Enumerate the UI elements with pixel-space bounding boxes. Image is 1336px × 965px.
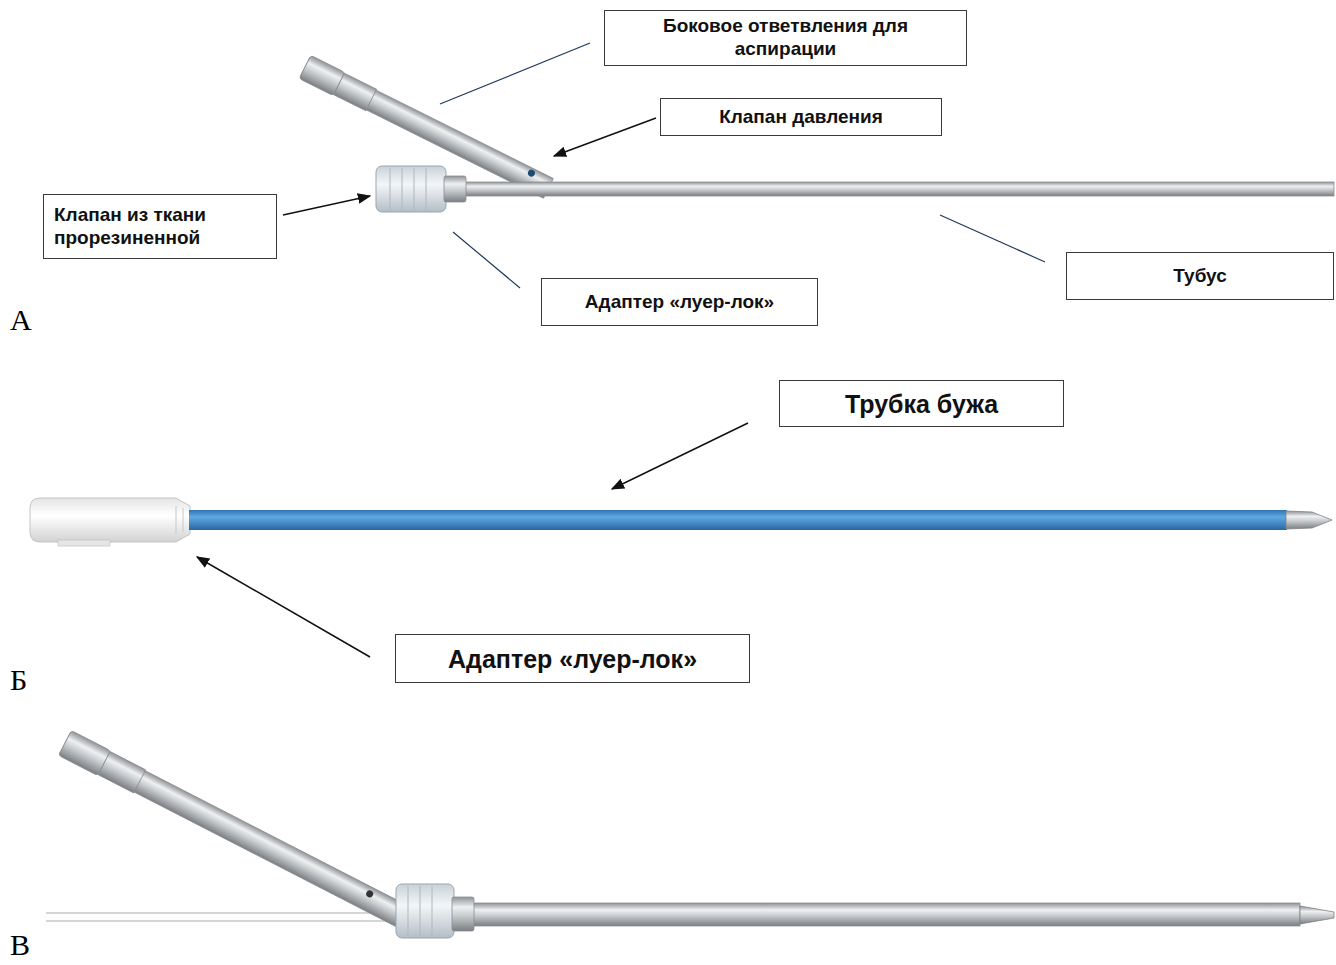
part-name: Боковое ответвления для аспирации [615,15,956,61]
bougie-tube [189,510,1287,530]
bougie-tip [1286,511,1332,529]
adapter-ribs [176,506,183,534]
inserted-adapter [46,913,392,921]
luer-valve [396,884,454,938]
valve-ribs [390,168,426,210]
part-name: Клапан давления [719,106,883,129]
part-name: Трубка бужа [845,389,998,419]
leader-line [440,43,590,104]
leader-arrow [197,557,370,657]
panel-letter: В [10,930,30,960]
panel-letter: А [10,305,32,335]
leader-line [940,215,1045,262]
leader-arrow [283,196,370,215]
bougie-tip [1300,906,1334,924]
valve-collar [452,897,474,931]
branch-connector [334,73,377,111]
side-branch [59,731,408,929]
branch-pipe [60,732,407,926]
pressure-valve-dot [527,168,536,177]
label-box: Клапан из ткани прорезиненной [43,194,277,259]
label-box: Адаптер «луер-лок» [395,634,750,683]
leader-arrow [554,118,656,156]
label-box: Клапан давления [660,98,942,136]
label-box: Трубка бужа [779,380,1064,427]
tube-shaft [455,182,1334,196]
panel-letter: Б [10,665,27,695]
adapter-wing [58,540,110,546]
leader-line [453,232,520,288]
luer-valve [376,166,446,212]
part-name: Адаптер «луер-лок» [448,644,697,674]
pressure-valve-dot [365,889,374,898]
leader-arrow [612,423,748,489]
valve-collar [444,176,466,202]
bougie-adapter [30,498,190,542]
branch-connector [98,752,145,793]
part-name: Адаптер «луер-лок» [585,291,774,314]
label-box: Тубус [1066,252,1334,300]
label-box: Боковое ответвления для аспирации [604,10,967,66]
part-name: Тубус [1173,265,1227,288]
tube-shaft [455,903,1300,926]
part-name: Клапан из ткани прорезиненной [54,204,266,250]
valve-ribs [408,886,432,936]
label-box: Адаптер «луер-лок» [541,278,818,326]
